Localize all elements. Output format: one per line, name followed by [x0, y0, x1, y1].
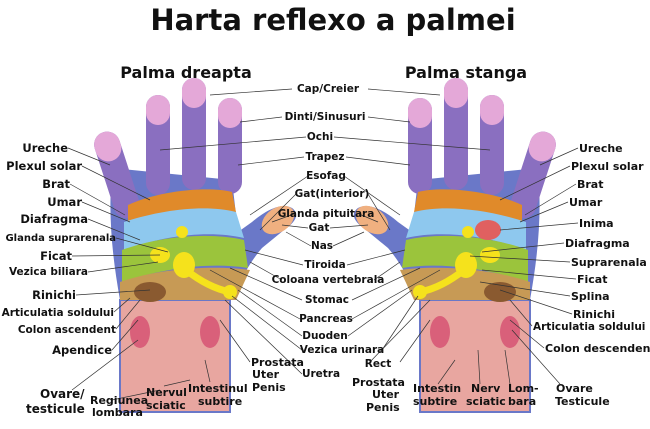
label-pancreas: Pancreas [299, 313, 353, 325]
label-ovare-r-1: Ovare [556, 382, 593, 395]
label-gat: Gat [309, 222, 330, 234]
label-brat: Brat [42, 177, 70, 191]
label-trapez: Trapez [305, 151, 344, 163]
label-regiunea-1: Regiunea [90, 394, 148, 407]
label-articulatia-soldului: Articulatia soldului [2, 307, 114, 319]
label-ovare-1: Ovare/ [40, 387, 85, 401]
label-ureche: Ureche [22, 141, 68, 155]
page-title: Harta reflexo a palmei [150, 3, 515, 37]
label-duoden: Duoden [302, 330, 348, 342]
label-ochi: Ochi [307, 131, 333, 143]
label-articulatia-soldului-r: Articulatia soldului [533, 321, 645, 333]
label-nerv-1: Nerv [471, 382, 501, 395]
label-ovare-r-2: Testicule [555, 395, 610, 408]
label-prostata-r-1: Prostata [352, 376, 405, 389]
label-intestin-2: subtire [413, 395, 457, 408]
label-nervul-1: Nervul [146, 386, 187, 399]
label-intestinul-2: subtire [198, 395, 242, 408]
right-palm-bottom-labels: Ovare/ testicule Regiunea lombara Nervul… [26, 356, 304, 419]
label-intestinul-1: Intestinul [188, 382, 248, 395]
label-colon-descendent: Colon descendent [545, 342, 650, 355]
label-prostata-1: Prostata [251, 356, 304, 369]
label-ovare-2: testicule [26, 402, 85, 416]
left-palm-bottom-labels: Prostata Uter Penis Intestin subtire Ner… [352, 376, 610, 414]
leader-lines [67, 88, 579, 401]
label-umar-r: Umar [569, 196, 603, 209]
label-rinichi-r: Rinichi [573, 308, 615, 321]
label-brat-r: Brat [577, 178, 604, 191]
label-apendice: Apendice [52, 343, 112, 357]
label-dinti-sinusuri: Dinti/Sinusuri [285, 111, 366, 123]
label-coloana-vertebrala: Coloana vertebrala [272, 274, 385, 286]
label-uretra: Uretra [302, 368, 340, 380]
label-ficat-r: Ficat [577, 273, 608, 286]
label-diafragma: Diafragma [20, 212, 88, 226]
label-colon-ascendent: Colon ascendent [18, 324, 116, 336]
left-palm-side-labels: Ureche Plexul solar Brat Umar Inima Diaf… [533, 142, 650, 355]
center-labels: Cap/Creier Dinti/Sinusuri Ochi Trapez Es… [272, 83, 392, 380]
label-tiroida: Tiroida [304, 259, 345, 271]
label-nervul-2: sciatic [146, 399, 186, 412]
label-stomac: Stomac [305, 294, 349, 306]
heart-zone [475, 220, 501, 240]
label-lom-1: Lom- [508, 382, 539, 395]
label-intestin-1: Intestin [413, 382, 461, 395]
label-esofag: Esofag [306, 170, 346, 182]
label-prostata-r-2: Uter [372, 388, 400, 401]
label-vezica-urinara: Vezica urinara [300, 344, 384, 356]
label-nerv-2: sciatic [466, 395, 506, 408]
label-vezica-biliara: Vezica biliara [9, 266, 88, 278]
label-rinichi: Rinichi [32, 288, 76, 302]
label-lom-2: bara [508, 395, 536, 408]
label-inima: Inima [579, 217, 614, 230]
left-palm-title: Palma stanga [405, 63, 527, 82]
right-palm-title: Palma dreapta [120, 63, 252, 82]
label-cap-creier: Cap/Creier [297, 83, 360, 95]
label-plexul-solar-r: Plexul solar [571, 160, 644, 173]
label-ureche-r: Ureche [579, 142, 623, 155]
label-prostata-r-3: Penis [366, 401, 400, 414]
label-regiunea-2: lombara [92, 406, 143, 419]
label-prostata-2: Uter [252, 368, 280, 381]
label-plexul-solar: Plexul solar [6, 159, 82, 173]
label-umar: Umar [47, 195, 82, 209]
label-glanda-suprarenala: Glanda suprarenala [5, 233, 116, 244]
label-glanda-pituitara: Glanda pituitara [278, 208, 375, 220]
label-suprarenala: Suprarenala [571, 256, 647, 269]
label-gat-interior: Gat(interior) [295, 188, 370, 200]
label-ficat: Ficat [40, 249, 72, 263]
label-rect: Rect [365, 358, 391, 370]
right-palm-side-labels: Ureche Plexul solar Brat Umar Diafragma … [2, 141, 116, 357]
label-splina: Splina [571, 290, 610, 303]
label-prostata-3: Penis [252, 381, 286, 394]
label-diafragma-r: Diafragma [565, 237, 630, 250]
label-nas: Nas [311, 240, 333, 252]
